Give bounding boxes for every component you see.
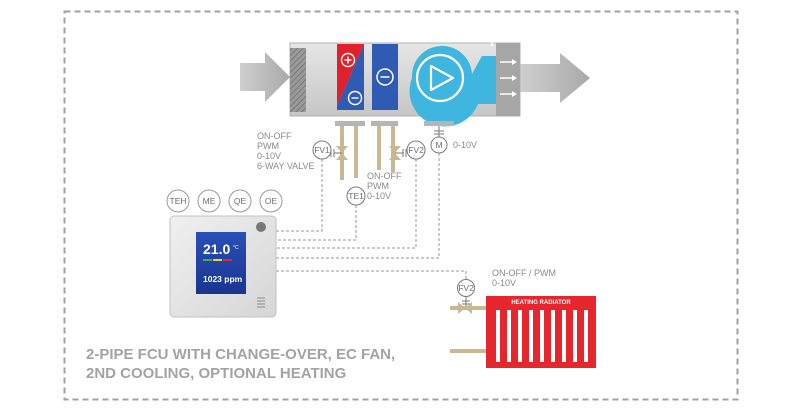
controller-vent-icon — [257, 297, 265, 308]
sensor-options: TEH ME QE OE — [166, 189, 283, 213]
fv2-signal-labels: ON-OFF PWM 0-10V — [367, 171, 402, 201]
diagram-title-line2: 2ND COOLING, OPTIONAL HEATING — [86, 365, 346, 382]
cooling-coil — [372, 44, 398, 110]
valve-fv2-label: FV2 — [408, 145, 424, 155]
controller-temperature: 21.0 — [203, 241, 230, 257]
signal-wiring — [276, 153, 467, 281]
controller-temp-unit: °C — [233, 245, 239, 251]
fv1-signal-line: 6-WAY VALVE — [257, 161, 315, 171]
fv1-signal-line: PWM — [257, 141, 279, 151]
radiator-pipes — [450, 302, 486, 353]
co2-level-bar-red — [223, 259, 232, 261]
controller-knob — [256, 222, 266, 232]
motor-label: M — [435, 140, 442, 150]
air-intake-arrow — [240, 52, 290, 102]
cooling-minus-icon — [347, 90, 363, 106]
heating-plus-icon — [340, 52, 356, 68]
cooling-minus-icon — [376, 68, 394, 86]
fv1-signal-line: ON-OFF — [257, 131, 292, 141]
sensor-option-oe: OE — [265, 196, 278, 206]
valve-fv1: FV1 — [312, 140, 348, 160]
change-over-coil — [337, 44, 364, 110]
controller-co2-value: 1023 ppm — [203, 274, 243, 284]
sensor-te1: TE1 — [346, 186, 366, 206]
ec-fan — [409, 45, 500, 127]
heating-radiator: HEATING RADIATOR — [486, 296, 596, 368]
radiator-title: HEATING RADIATOR — [511, 300, 571, 306]
fv2-signal-line: PWM — [367, 181, 389, 191]
coil-connector-plate — [371, 121, 398, 126]
radiator-signal-line2: 0-10V — [492, 278, 516, 288]
coil-connector-plate — [335, 121, 365, 126]
sparkle-icon — [487, 36, 497, 46]
fv1-signal-line: 0-10V — [257, 151, 281, 161]
sensor-option-qe: QE — [234, 196, 247, 206]
valve-fv1-label: FV1 — [314, 145, 330, 155]
air-outlet-arrow — [520, 53, 590, 103]
fv1-pipes — [340, 126, 358, 180]
room-controller: 21.0 °C 1023 ppm — [169, 215, 277, 318]
co2-level-bar-yellow — [213, 259, 222, 261]
sensor-te1-label: TE1 — [348, 191, 364, 201]
fan-connector-plate — [424, 121, 454, 126]
sensor-option-teh: TEH — [170, 196, 187, 206]
fan-play-icon — [429, 64, 455, 92]
fan-motor: M — [430, 126, 448, 154]
sensor-option-me: ME — [203, 196, 216, 206]
fv2-signal-line: ON-OFF — [367, 171, 402, 181]
radiator-valve-label: FV2 — [458, 283, 474, 293]
co2-level-bar-green — [203, 259, 212, 261]
radiator-valve-fv2: FV2 — [457, 279, 475, 306]
motor-signal-label: 0-10V — [453, 140, 477, 150]
radiator-signal-line1: ON-OFF / PWM — [492, 268, 556, 278]
controller-display — [196, 232, 246, 294]
fv1-signal-labels: ON-OFF PWM 0-10V 6-WAY VALVE — [257, 131, 315, 171]
outlet-grille — [496, 43, 520, 116]
fv2-signal-line: 0-10V — [367, 191, 391, 201]
air-filter — [290, 48, 306, 112]
diagram-title-line1: 2-PIPE FCU WITH CHANGE-OVER, EC FAN, — [86, 346, 395, 363]
